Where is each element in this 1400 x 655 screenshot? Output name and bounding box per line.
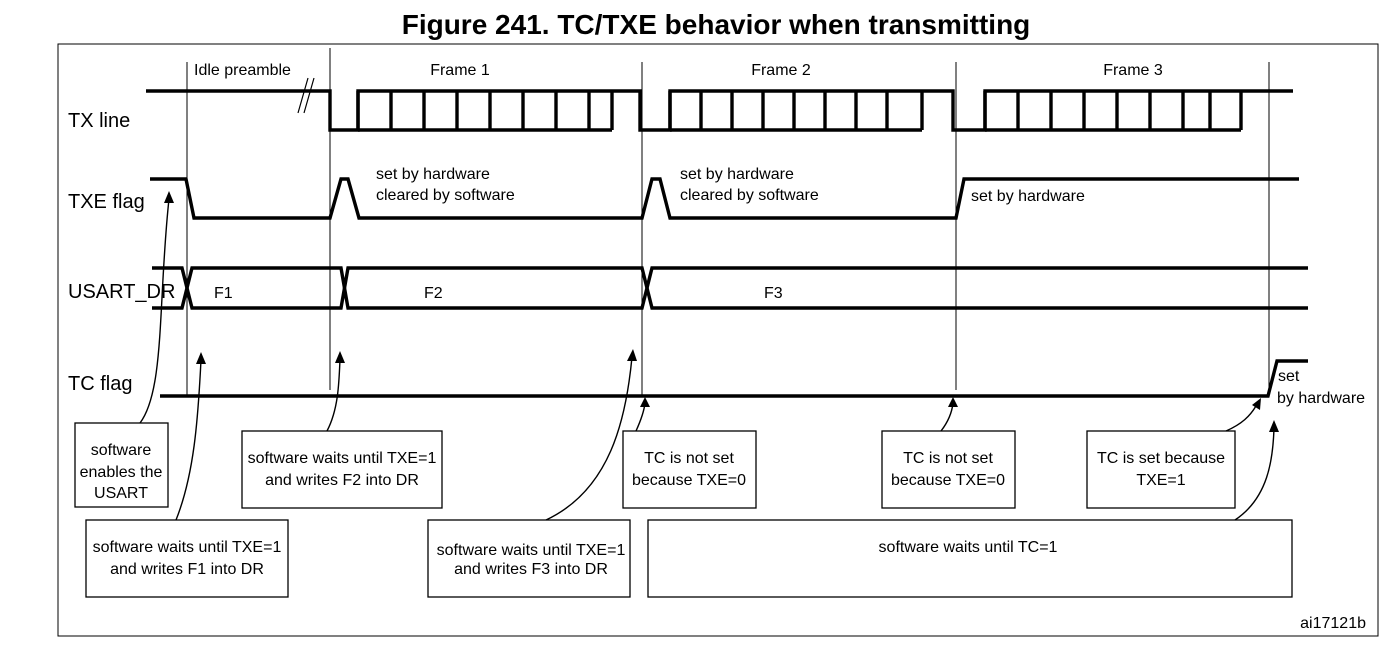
box-tc-not-set-1: TC is not set because TXE=0 [622, 430, 757, 509]
frame3-bit-cells [983, 91, 1243, 132]
arrowhead-wait-tc [1269, 420, 1279, 432]
box-enable-usart-frame [74, 422, 169, 508]
box-enable-line3: USART [94, 485, 148, 502]
arrowhead-tc-set [1252, 398, 1261, 410]
arrow-tc-not-set-2 [940, 402, 954, 432]
box-wait-tc-frame [647, 519, 1293, 598]
usart-dr-label: USART_DR [68, 281, 175, 303]
break-mark-a [297, 77, 309, 114]
txe-annotation-c: set by hardware [971, 188, 1085, 205]
box-tc-set: TC is set because TXE=1 [1086, 430, 1236, 509]
arrow-f3-write [545, 356, 633, 521]
arrowhead-f1 [196, 352, 206, 364]
arrow-wait-tc [1234, 427, 1275, 521]
tx-line-label: TX line [68, 110, 130, 132]
figure-border [57, 43, 1379, 637]
box-tc-not-set-1-frame [622, 430, 757, 509]
box-tc-set-frame [1086, 430, 1236, 509]
frame-1-label: Frame 1 [430, 62, 490, 79]
box-tc-not-set-2-line2: because TXE=0 [891, 472, 1005, 489]
box-wait-f2-line1: software waits until TXE=1 [248, 450, 437, 467]
frame-3-label: Frame 3 [1103, 62, 1163, 79]
box-enable-line2: enables the [80, 464, 163, 481]
arrow-enable-to-txe [139, 198, 170, 424]
box-tc-set-line2: TXE=1 [1136, 472, 1185, 489]
tc-annotation-line1: set [1278, 368, 1300, 385]
idle-preamble-label: Idle preamble [194, 62, 291, 79]
txe-flag-label: TXE flag [68, 191, 145, 213]
tc-flag-waveform [160, 359, 1308, 398]
dr-value-f3: F3 [764, 285, 783, 302]
box-enable-line1: software [91, 442, 152, 459]
txe-annotation-b-line2: cleared by software [680, 187, 819, 204]
box-tc-not-set-1-line2: because TXE=0 [632, 472, 746, 489]
box-wait-f3-frame [427, 519, 631, 598]
tx-line-waveform [146, 77, 1293, 132]
arrowhead-f2 [335, 351, 345, 363]
annotation-arrows [139, 191, 1279, 521]
box-wait-f3-line2: and writes F3 into DR [454, 561, 608, 578]
frame-2-label: Frame 2 [751, 62, 811, 79]
arrow-f1-write [175, 359, 202, 521]
tc-annotation-line2: by hardware [1277, 390, 1365, 407]
txe-annotation-a-line2: cleared by software [376, 187, 515, 204]
box-enable-usart: software enables the USART [74, 422, 169, 508]
arrowhead-tc-not-set-1 [640, 397, 650, 407]
box-tc-set-line1: TC is set because [1097, 450, 1225, 467]
timing-guides [186, 48, 1270, 395]
box-wait-f2: software waits until TXE=1 and writes F2… [241, 430, 443, 509]
frame3-data-bits [983, 91, 1243, 132]
box-wait-f1-frame [85, 519, 289, 598]
arrow-tc-set [1225, 405, 1257, 432]
box-wait-tc-text: software waits until TC=1 [879, 539, 1058, 556]
tc-flag-label: TC flag [68, 373, 132, 395]
tx-line-trace [146, 89, 1293, 132]
box-tc-not-set-2-line1: TC is not set [903, 450, 993, 467]
txe-annotation-b-line1: set by hardware [680, 166, 794, 183]
frame2-data-bits [668, 91, 924, 132]
box-wait-f1: software waits until TXE=1 and writes F1… [85, 519, 289, 598]
box-wait-f3-line1: software waits until TXE=1 [437, 542, 626, 559]
frame1-data-bits [356, 91, 614, 132]
txe-flag-waveform [150, 177, 1299, 220]
arrowhead-enable [164, 191, 174, 203]
usart-dr-trace-a [152, 266, 1308, 310]
box-wait-f3: software waits until TXE=1 and writes F3… [427, 519, 631, 598]
dr-value-f2: F2 [424, 285, 443, 302]
arrow-f2-write [326, 358, 341, 432]
box-tc-not-set-1-line1: TC is not set [644, 450, 734, 467]
dr-value-f1: F1 [214, 285, 233, 302]
frame2-bit-cells [668, 91, 924, 132]
box-wait-f2-frame [241, 430, 443, 509]
figure-title: Figure 241. TC/TXE behavior when transmi… [402, 9, 1031, 40]
txe-annotation-a-line1: set by hardware [376, 166, 490, 183]
box-wait-f2-line2: and writes F2 into DR [265, 472, 419, 489]
usart-dr-trace-b [152, 266, 1308, 310]
box-tc-not-set-2-frame [881, 430, 1016, 509]
box-wait-f1-line1: software waits until TXE=1 [93, 539, 282, 556]
box-wait-tc: software waits until TC=1 [647, 519, 1293, 598]
arrow-tc-not-set-1 [635, 402, 646, 432]
break-mark-b [303, 77, 315, 114]
box-wait-f1-line2: and writes F1 into DR [110, 561, 264, 578]
arrowhead-f3 [627, 349, 637, 361]
usart-dr-waveform [152, 266, 1308, 310]
frame1-bit-cells [356, 91, 614, 132]
figure-reference-code: ai17121b [1300, 615, 1366, 632]
box-tc-not-set-2: TC is not set because TXE=0 [881, 430, 1016, 509]
arrowhead-tc-not-set-2 [948, 397, 958, 407]
